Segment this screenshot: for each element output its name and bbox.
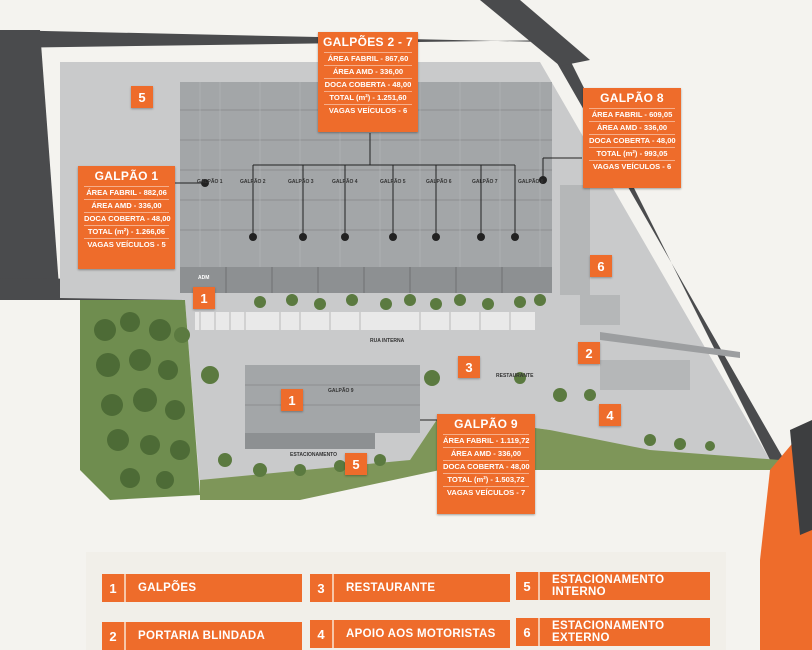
callout-galpoes-2-7: GALPÕES 2 - 7 ÁREA FABRIL - 867,60 ÁREA … (318, 32, 418, 132)
callout-line: ÁREA FABRIL - 1.119,72 (443, 434, 530, 445)
legend-item-estacionamento-interno: 5 ESTACIONAMENTO INTERNO (516, 572, 710, 600)
legend-number: 6 (516, 618, 540, 646)
adm-strip (180, 267, 552, 293)
callout-galpao-8: GALPÃO 8 ÁREA FABRIL - 609,05 ÁREA AMD -… (583, 88, 681, 188)
callout-line: ÁREA FABRIL - 867,60 (324, 52, 412, 65)
callout-line: VAGAS VEÍCULOS - 5 (84, 238, 169, 251)
callout-line: DOCA COBERTA - 48,00 (589, 134, 676, 145)
legend-number: 1 (102, 574, 126, 602)
callout-line: TOTAL (m²) - 1.251,60 (324, 91, 412, 104)
legend-item-estacionamento-externo: 6 ESTACIONAMENTO EXTERNO (516, 618, 710, 646)
legend-number: 2 (102, 622, 126, 650)
callout-line: ÁREA AMD - 336,00 (84, 199, 169, 212)
legend-item-apoio-motoristas: 4 APOIO AOS MOTORISTAS (310, 620, 510, 648)
callout-line: TOTAL (m²) - 1.503,72 (443, 473, 529, 486)
map-marker-5: 5 (345, 453, 367, 475)
legend-label: ESTACIONAMENTO INTERNO (540, 572, 710, 600)
dark-corner (790, 420, 812, 535)
road-west (0, 30, 60, 300)
callout-line: ÁREA AMD - 336,00 (324, 65, 412, 78)
map-label-adm: ADM (198, 275, 210, 281)
map-marker-1: 1 (281, 389, 303, 411)
east-building (560, 185, 590, 295)
map-label-galpao-1: GALPÃO 1 (197, 179, 223, 185)
legend-number: 4 (310, 620, 334, 648)
galpao-9-adm (245, 433, 375, 449)
callout-galpao-1: GALPÃO 1 ÁREA FABRIL - 882,06 ÁREA AMD -… (78, 166, 175, 269)
galpao-9-roof (245, 365, 420, 433)
map-label-galpao-4: GALPÃO 4 (332, 179, 358, 185)
legend-label: GALPÕES (126, 574, 302, 602)
map-label-restaurante: RESTAURANTE (496, 373, 534, 379)
map-label-galpao-9: GALPÃO 9 (328, 388, 354, 394)
legend-number: 3 (310, 574, 334, 602)
legend-label: RESTAURANTE (334, 574, 510, 602)
callout-title: GALPÃO 1 (94, 169, 159, 183)
map-label-galpao-7: GALPÃO 7 (472, 179, 498, 185)
callout-title: GALPÃO 8 (600, 91, 664, 105)
map-marker-5: 5 (131, 86, 153, 108)
callout-line: ÁREA FABRIL - 609,05 (589, 108, 675, 121)
map-label-galpao-6: GALPÃO 6 (426, 179, 452, 185)
legend-label: PORTARIA BLINDADA (126, 622, 302, 650)
map-label-galpao-5: GALPÃO 5 (380, 179, 406, 185)
road-northeast (480, 0, 590, 66)
callout-line: TOTAL (m²) - 993,05 (589, 147, 675, 160)
map-label-rua-interna: RUA INTERNA (370, 338, 405, 344)
legend-panel: 1 GALPÕES 3 RESTAURANTE 5 ESTACIONAMENTO… (86, 552, 726, 650)
callout-line: TOTAL (m²) - 1.266,06 (84, 225, 169, 238)
legend-item-restaurante: 3 RESTAURANTE (310, 574, 510, 602)
legend-label: ESTACIONAMENTO EXTERNO (540, 618, 710, 646)
map-marker-2: 2 (578, 342, 600, 364)
callout-line: DOCA COBERTA - 48,00 (324, 78, 412, 89)
callout-line: VAGAS VEÍCULOS - 6 (589, 160, 675, 173)
map-marker-3: 3 (458, 356, 480, 378)
callout-line: ÁREA AMD - 336,00 (443, 447, 529, 460)
map-marker-6: 6 (590, 255, 612, 277)
callout-line: DOCA COBERTA - 48,00 (443, 460, 530, 471)
map-marker-4: 4 (599, 404, 621, 426)
callout-line: VAGAS VEÍCULOS - 7 (443, 486, 529, 499)
callout-title: GALPÃO 9 (454, 417, 518, 431)
callout-line: ÁREA FABRIL - 882,06 (84, 186, 169, 199)
portaria-building (580, 295, 620, 325)
map-label-galpao-2: GALPÃO 2 (240, 179, 266, 185)
callout-galpao-9: GALPÃO 9 ÁREA FABRIL - 1.119,72 ÁREA AMD… (437, 414, 535, 514)
map-label-galpao-3: GALPÃO 3 (288, 179, 314, 185)
legend-item-portaria-blindada: 2 PORTARIA BLINDADA (102, 622, 302, 650)
callout-line: VAGAS VEÍCULOS - 6 (324, 104, 412, 117)
map-label-estacionamento: ESTACIONAMENTO (290, 452, 338, 458)
callout-line: DOCA COBERTA - 48,00 (84, 212, 171, 223)
map-label-galpao-8: GALPÃO 8 (518, 179, 544, 185)
legend-number: 5 (516, 572, 540, 600)
apoio-building (600, 360, 690, 390)
callout-title: GALPÕES 2 - 7 (323, 35, 413, 49)
map-marker-1: 1 (193, 287, 215, 309)
callout-line: ÁREA AMD - 336,00 (589, 121, 675, 134)
legend-label: APOIO AOS MOTORISTAS (334, 620, 510, 648)
legend-item-galpoes: 1 GALPÕES (102, 574, 302, 602)
